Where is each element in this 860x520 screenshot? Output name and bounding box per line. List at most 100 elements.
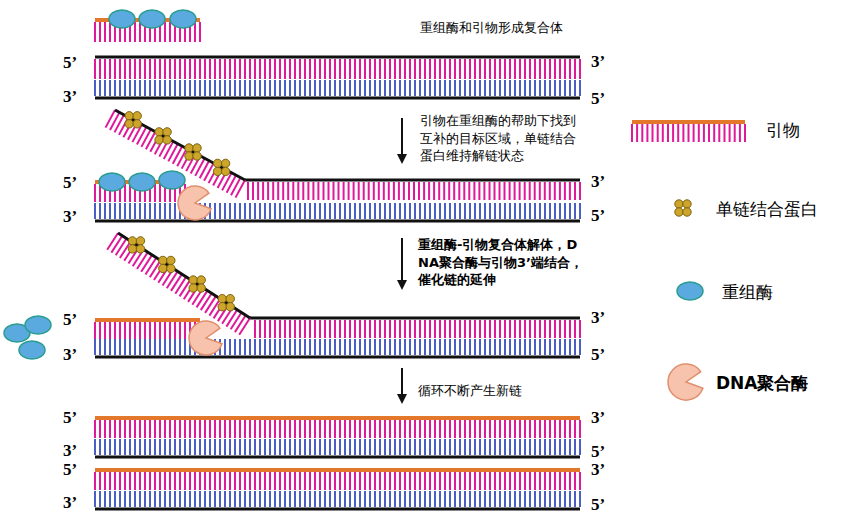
ssb-bead	[155, 128, 163, 136]
strand-end-label: 5’	[63, 310, 77, 330]
ssb-bead	[125, 120, 133, 128]
ssb-bead	[675, 200, 683, 208]
strand-end-label: 3’	[591, 308, 605, 328]
polymerase-symbol	[178, 186, 211, 220]
legend-label: 单链结合蛋白	[716, 198, 818, 221]
ssb-bead	[675, 208, 683, 216]
ssb-bead	[218, 295, 226, 303]
base-teeth	[248, 182, 580, 200]
ssb-bead	[185, 152, 193, 160]
base-teeth	[95, 472, 580, 490]
strand-end-label: 3’	[591, 172, 605, 192]
strand-end-label: 3’	[63, 345, 77, 365]
strand-end-label: 5’	[63, 53, 77, 73]
ssb-symbol	[189, 276, 205, 292]
legend-label: 重组酶	[722, 281, 773, 304]
ssb-bead	[221, 159, 229, 167]
base-teeth	[95, 420, 580, 438]
strand-end-label: 5’	[63, 460, 77, 480]
ssb-bead	[159, 264, 167, 272]
strand	[95, 220, 580, 223]
step-note: 循环不断产生新链	[418, 382, 522, 400]
strand	[245, 179, 580, 182]
ssb-bead	[226, 295, 234, 303]
polymerase-symbol	[668, 364, 703, 400]
recombinase-symbol	[159, 171, 185, 189]
strand	[95, 56, 580, 59]
step-arrow	[401, 238, 403, 282]
arrow-head	[397, 280, 407, 290]
ssb-bead	[136, 245, 144, 253]
ssb-symbol	[155, 128, 171, 144]
step-arrow	[401, 368, 403, 396]
strand-end-label: 3’	[591, 408, 605, 428]
ssb-bead	[221, 167, 229, 175]
ssb-bead	[185, 144, 193, 152]
recombinase-symbol	[109, 10, 135, 28]
strand-end-label: 5’	[591, 442, 605, 462]
ssb-bead	[159, 256, 167, 264]
ssb-bead	[128, 237, 136, 245]
strand-end-label: 3’	[63, 207, 77, 227]
strand-end-label: 3’	[591, 52, 605, 72]
ssb-bead	[163, 136, 171, 144]
ssb-bead	[218, 303, 226, 311]
ssb-symbol	[159, 256, 175, 272]
arrow-head	[397, 154, 407, 164]
ssb-symbol	[125, 112, 141, 128]
base-teeth	[106, 110, 246, 198]
ssb-symbol	[213, 159, 229, 175]
legend-label: DNA聚合酶	[716, 372, 809, 395]
strand-end-label: 3’	[63, 493, 77, 513]
ssb-bead	[136, 237, 144, 245]
ssb-bead	[155, 136, 163, 144]
polymerase-symbol	[189, 321, 222, 355]
ssb-bead	[167, 264, 175, 272]
ssb-bead	[197, 276, 205, 284]
ssb-bead	[213, 167, 221, 175]
ssb-bead	[189, 284, 197, 292]
recombinase-symbol	[677, 282, 703, 300]
base-teeth	[95, 339, 580, 355]
base-teeth	[95, 203, 580, 219]
strand-end-label: 5’	[63, 173, 77, 193]
strand-end-label: 5’	[591, 206, 605, 226]
base-teeth	[107, 233, 250, 335]
strand-end-label: 5’	[63, 408, 77, 428]
ssb-bead	[193, 152, 201, 160]
ssb-bead	[125, 112, 133, 120]
ssb-symbol	[128, 237, 144, 253]
legend-primer-sample	[632, 120, 745, 124]
recombinase-symbol	[139, 10, 165, 28]
recombinase-symbol	[19, 341, 45, 359]
strand	[95, 356, 580, 359]
base-teeth	[255, 320, 580, 338]
ssb-bead	[163, 128, 171, 136]
ssb-bead	[128, 245, 136, 253]
ssb-bead	[197, 284, 205, 292]
strand	[95, 456, 580, 459]
ssb-symbol	[185, 144, 201, 160]
recombinase-symbol	[170, 10, 196, 28]
primer-strand	[95, 468, 580, 472]
primer-strand	[95, 318, 200, 322]
step-arrow	[401, 118, 403, 156]
ssb-bead	[683, 208, 691, 216]
base-teeth	[95, 80, 580, 96]
base-teeth	[95, 322, 195, 340]
primer-strand	[95, 416, 580, 420]
ssb-bead	[683, 200, 691, 208]
ssb-bead	[133, 120, 141, 128]
strand	[250, 317, 580, 320]
step-note: 重组酶和引物形成复合体	[420, 19, 563, 37]
displaced-strand	[118, 233, 250, 318]
ssb-bead	[213, 159, 221, 167]
recombinase-symbol	[25, 316, 51, 334]
strand-end-label: 5’	[591, 345, 605, 365]
recombinase-symbol	[129, 173, 155, 191]
ssb-symbol	[218, 295, 234, 311]
legend-label: 引物	[766, 119, 800, 142]
ssb-bead	[133, 112, 141, 120]
ssb-bead	[226, 303, 234, 311]
